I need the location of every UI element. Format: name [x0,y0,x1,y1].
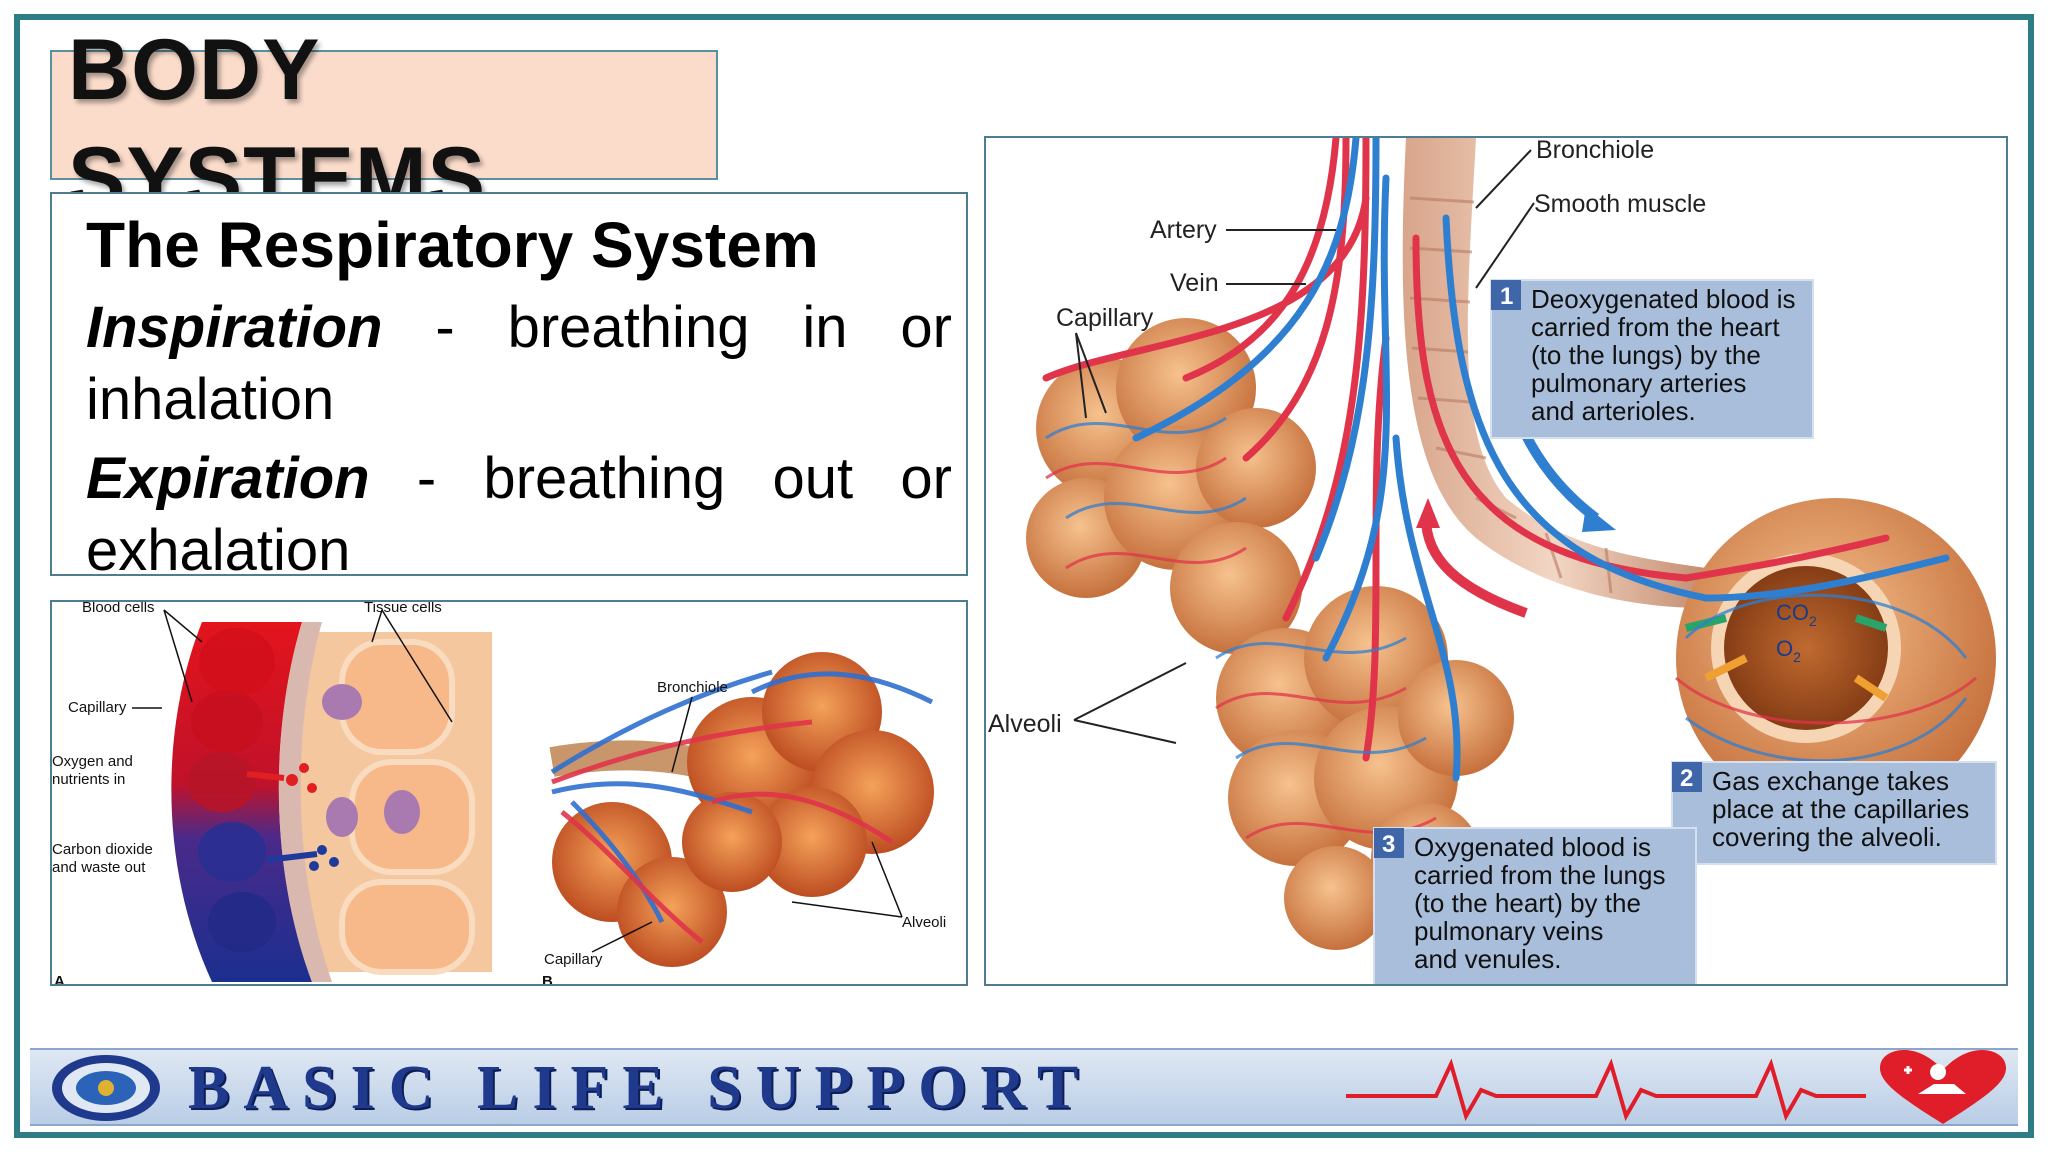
tissue-cells [322,639,475,975]
panel-b-leader-lines [591,696,903,953]
alveolar-gas-exchange-figure: Bronchiole Smooth muscle Artery Vein Cap… [984,136,2008,986]
panel-a-leader-lines [132,609,453,723]
definition-expiration: Expiration - breathing out or exhalation [86,443,952,587]
cpr-heart-icon [1880,1050,2006,1124]
definition-text-expiration: - breathing out or exhalation [86,446,952,583]
callout-1-line-1: Deoxygenated blood is [1531,284,1796,314]
oxygenated-arrowhead [1416,498,1440,528]
panel-b: Bronchiole Alveoli Capillary B [542,652,946,986]
callout-3: 3 Oxygenated blood is carried from the l… [1373,827,1697,984]
callout-3-line-4: pulmonary veins [1414,916,1603,946]
capillary-wall [278,622,332,982]
capillary-mesh-blue [1045,416,1968,763]
term-inspiration: Inspiration [86,295,383,360]
callout-3-line-2: carried from the lungs [1414,860,1665,890]
label-alveoli: Alveoli [988,710,1062,738]
label-blood-cells: Blood cells [82,602,155,616]
callout-2-line-1: Gas exchange takes [1712,766,1949,796]
label-panel-b: B [542,973,553,986]
label-capillary-b: Capillary [544,951,603,968]
label-capillary-a: Capillary [68,699,127,716]
label-oxygen-line1: Oxygen and [52,753,133,770]
label-bronchiole: Bronchiole [1536,138,1654,164]
callout-1-line-2: carried from the heart [1531,312,1780,342]
definition-text-inspiration: - breathing in or inhalation [86,295,952,432]
panel-a: Blood cells Tissue cells Capillary Oxyge… [52,602,492,986]
alveolar-gas-exchange-illustration: Bronchiole Smooth muscle Artery Vein Cap… [988,138,1997,984]
callout-1-line-4: pulmonary arteries [1531,368,1746,398]
callout-3-number: 3 [1382,831,1395,858]
label-smooth-muscle: Smooth muscle [1534,190,1706,218]
label-co2: CO2 [1776,600,1817,629]
label-carbon-line2: and waste out [52,859,146,876]
callout-1: 1 Deoxygenated blood is carried from the… [1490,279,1814,439]
label-artery: Artery [1150,216,1217,244]
callout-2: 2 Gas exchange takes place at the capill… [1671,761,1997,865]
label-capillary: Capillary [1056,304,1154,332]
carbon-dioxide-particles [266,845,339,871]
callout-1-badge [1491,280,1521,310]
callout-2-line-3: covering the alveoli. [1712,822,1942,852]
emblem-seal-icon [52,1055,160,1121]
label-alveoli-b: Alveoli [902,914,946,931]
oxygen-particles [246,763,317,793]
callout-2-number: 2 [1680,765,1693,792]
label-o2: O2 [1776,636,1801,665]
label-tissue-cells: Tissue cells [364,602,442,616]
callout-3-line-5: and venules. [1414,944,1561,974]
callout-1-box [1490,279,1814,439]
footer-banner [30,1048,2018,1126]
label-carbon-line1: Carbon dioxide [52,841,153,858]
label-oxygen-line2: nutrients in [52,771,125,788]
callout-2-line-2: place at the capillaries [1712,794,1969,824]
callout-1-line-3: (to the lungs) by the [1531,340,1761,370]
banner-title: BASIC LIFE SUPPORT [188,1054,1093,1122]
label-vein: Vein [1170,269,1219,297]
callout-3-box [1373,827,1697,984]
veins-b [550,669,934,924]
deoxygenated-arrowhead [1582,506,1616,532]
label-panel-a: A [54,973,65,986]
callout-2-badge [1672,762,1702,792]
title-box [50,50,718,180]
capillary-exchange-illustration: Blood cells Tissue cells Capillary Oxyge… [52,602,946,986]
figure-leader-lines [1073,149,1535,744]
callout-2-box [1671,761,1997,865]
ecg-heartbeat-icon [1346,1058,1866,1122]
label-bronchiole-b: Bronchiole [657,679,728,696]
callout-1-number: 1 [1500,283,1513,310]
section-subtitle: The Respiratory System [86,209,819,281]
text-panel [50,192,968,576]
capillary-exchange-figure: Blood cells Tissue cells Capillary Oxyge… [50,600,968,986]
callout-3-line-3: (to the heart) by the [1414,888,1641,918]
blood-cells [188,628,276,952]
definition-inspiration: Inspiration - breathing in or inhalation [86,292,952,436]
oxygenated-flow-arrow [1421,517,1528,618]
pulmonary-veins [1132,138,1950,782]
callout-3-line-1: Oxygenated blood is [1414,832,1651,862]
arteries-b [551,719,894,944]
callout-3-badge [1374,828,1404,858]
callout-1-line-5: and arterioles. [1531,396,1696,426]
term-expiration: Expiration [86,446,370,511]
